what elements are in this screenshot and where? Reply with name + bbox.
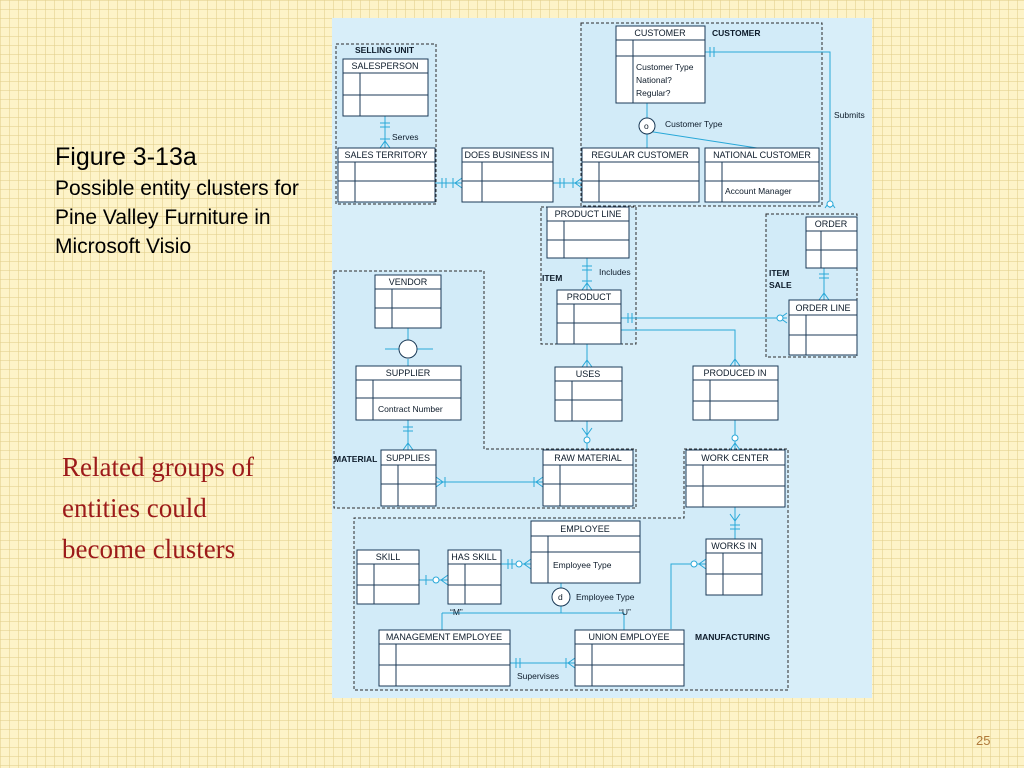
entity-name-work-center: WORK CENTER bbox=[701, 453, 769, 463]
disjoint-subtype-circle bbox=[551, 587, 571, 607]
entity-works-in bbox=[705, 538, 763, 596]
entity-name-employee: EMPLOYEE bbox=[560, 524, 610, 534]
cluster-label-item-sale-2: SALE bbox=[769, 280, 792, 290]
overlap-symbol: o bbox=[644, 121, 649, 131]
rel-label-employee-type: Employee Type bbox=[576, 592, 635, 602]
rel-label-customer-type: Customer Type bbox=[665, 119, 723, 129]
entity-name-does-business-in: DOES BUSINESS IN bbox=[464, 150, 549, 160]
overlap-subtype-circle bbox=[638, 117, 656, 135]
rel-label-includes: Includes bbox=[599, 267, 631, 277]
entity-name-regular-customer: REGULAR CUSTOMER bbox=[591, 150, 689, 160]
entity-name-supplier: SUPPLIER bbox=[386, 368, 431, 378]
figure-title: Figure 3-13a bbox=[55, 143, 197, 171]
entity-product bbox=[556, 289, 622, 345]
cluster-label-material: MATERIAL bbox=[334, 454, 377, 464]
entity-name-has-skill: HAS SKILL bbox=[451, 552, 497, 562]
entity-salesperson bbox=[342, 58, 429, 117]
entity-order-line bbox=[788, 299, 858, 356]
figure-description: Possible entity clusters for Pine Valley… bbox=[55, 177, 299, 258]
entity-management-employee bbox=[378, 629, 511, 687]
entity-order bbox=[805, 216, 858, 269]
entity-supplies bbox=[380, 449, 437, 507]
er-diagram: SELLING UNIT CUSTOMER ITEM ITEM SALE MAT… bbox=[332, 18, 872, 698]
entity-name-supplies: SUPPLIES bbox=[386, 453, 430, 463]
entity-name-skill: SKILL bbox=[376, 552, 401, 562]
entity-name-vendor: VENDOR bbox=[389, 277, 428, 287]
attr-employee-type: Employee Type bbox=[553, 560, 612, 570]
entity-union-employee bbox=[574, 629, 685, 687]
entity-name-salesperson: SALESPERSON bbox=[351, 61, 418, 71]
rel-label-submits: Submits bbox=[834, 110, 865, 120]
entity-customer bbox=[615, 25, 706, 104]
er-diagram-figure: SELLING UNIT CUSTOMER ITEM ITEM SALE MAT… bbox=[332, 18, 872, 698]
attr-regular: Regular? bbox=[636, 88, 671, 98]
rel-label-serves: Serves bbox=[392, 132, 418, 142]
entity-name-order: ORDER bbox=[815, 219, 848, 229]
entity-skill bbox=[356, 549, 420, 605]
entity-product-line bbox=[546, 206, 630, 259]
entity-has-skill bbox=[447, 549, 502, 605]
entity-vendor bbox=[374, 274, 442, 329]
entity-name-produced-in: PRODUCED IN bbox=[703, 368, 766, 378]
entity-name-product: PRODUCT bbox=[567, 292, 612, 302]
callout-text: Related groups of entities could become … bbox=[62, 452, 254, 564]
rel-label-u: “U” bbox=[619, 607, 631, 617]
entity-name-works-in: WORKS IN bbox=[711, 541, 757, 551]
entity-regular-customer bbox=[581, 147, 700, 203]
cluster-label-manufacturing: MANUFACTURING bbox=[695, 632, 770, 642]
cluster-label-customer: CUSTOMER bbox=[712, 28, 761, 38]
entity-name-national-customer: NATIONAL CUSTOMER bbox=[713, 150, 811, 160]
entity-name-management-employee: MANAGEMENT EMPLOYEE bbox=[386, 632, 502, 642]
attr-contract-number: Contract Number bbox=[378, 404, 443, 414]
attr-national: National? bbox=[636, 75, 672, 85]
entity-national-customer bbox=[704, 147, 820, 203]
entity-name-sales-territory: SALES TERRITORY bbox=[344, 150, 427, 160]
rel-label-m: “M” bbox=[450, 607, 463, 617]
entity-uses bbox=[554, 366, 623, 422]
entity-name-order-line: ORDER LINE bbox=[795, 303, 850, 313]
entity-produced-in bbox=[692, 365, 779, 421]
cluster-label-selling-unit: SELLING UNIT bbox=[355, 45, 415, 55]
entity-name-union-employee: UNION EMPLOYEE bbox=[588, 632, 669, 642]
disjoint-symbol: d bbox=[558, 592, 563, 602]
page-number: 25 bbox=[976, 733, 991, 748]
entity-name-product-line: PRODUCT LINE bbox=[555, 209, 622, 219]
supplier-subtype-circle bbox=[398, 339, 418, 359]
attr-account-manager: Account Manager bbox=[725, 186, 792, 196]
cluster-label-item: ITEM bbox=[542, 273, 562, 283]
cluster-label-item-sale-1: ITEM bbox=[769, 268, 789, 278]
figure-caption: Figure 3-13a Possible entity clusters fo… bbox=[55, 140, 325, 261]
attr-customer-type: Customer Type bbox=[636, 62, 694, 72]
entity-name-raw-material: RAW MATERIAL bbox=[554, 453, 622, 463]
rel-label-supervises: Supervises bbox=[517, 671, 559, 681]
entity-raw-material bbox=[542, 449, 634, 507]
entity-does-business-in bbox=[461, 147, 554, 203]
entity-sales-territory bbox=[337, 147, 436, 203]
entity-name-customer: CUSTOMER bbox=[634, 28, 686, 38]
cluster-material bbox=[333, 270, 637, 509]
entity-name-uses: USES bbox=[576, 369, 601, 379]
